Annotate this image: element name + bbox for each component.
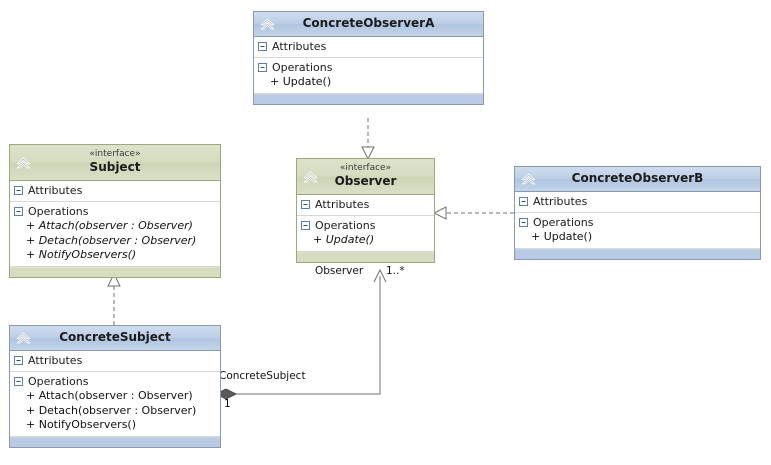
operation-item: + Update(): [531, 230, 593, 243]
compartment-attributes-observer[interactable]: Attributes: [297, 195, 434, 216]
compartment-attributes-concrete-subject[interactable]: Attributes: [10, 351, 220, 372]
compartment-label-operations: Operations: [533, 216, 594, 229]
class-title-concrete-subject: ConcreteSubject: [59, 330, 171, 344]
member-list: + Attach(observer : Observer) + Detach(o…: [14, 389, 216, 433]
class-header-concrete-observer-a: ConcreteObserverA: [254, 12, 483, 37]
compartment-operations-concrete-observer-b[interactable]: Operations + Update(): [515, 213, 760, 249]
operation-item: + NotifyObservers(): [26, 418, 137, 431]
class-footer: [254, 93, 483, 104]
collapse-minus-icon[interactable]: [14, 207, 23, 216]
class-title-observer: Observer: [334, 174, 397, 188]
compartment-attributes-concrete-observer-a[interactable]: Attributes: [254, 37, 483, 58]
collapse-minus-icon[interactable]: [301, 200, 310, 209]
collapse-minus-icon[interactable]: [519, 218, 528, 227]
member-list: + Attach(observer : Observer) + Detach(o…: [14, 219, 216, 263]
collapse-minus-icon[interactable]: [258, 42, 267, 51]
class-box-observer[interactable]: «interface» Observer Attributes: [296, 158, 435, 263]
edge-label-observer-multiplicity: 1..*: [386, 265, 405, 277]
edge-label-concretesubject-multiplicity: 1: [224, 398, 231, 410]
double-chevron-up-icon: [15, 330, 32, 347]
operation-item: + Update(): [270, 75, 332, 88]
compartment-operations-concrete-subject[interactable]: Operations + Attach(observer : Observer)…: [10, 372, 220, 437]
operation-item: + Detach(observer : Observer): [26, 233, 197, 247]
class-box-concrete-subject[interactable]: ConcreteSubject Attributes: [9, 325, 221, 448]
double-chevron-up-icon: [520, 171, 537, 188]
compartment-operations-subject[interactable]: Operations + Attach(observer : Observer)…: [10, 202, 220, 267]
double-chevron-up-icon: [259, 16, 276, 33]
class-footer: [515, 248, 760, 259]
compartment-label-operations: Operations: [315, 219, 376, 232]
double-chevron-up-icon: [302, 168, 319, 185]
compartment-label-attributes: Attributes: [28, 184, 83, 197]
compartment-label-attributes: Attributes: [272, 40, 327, 53]
collapse-minus-icon[interactable]: [14, 356, 23, 365]
collapse-minus-icon[interactable]: [301, 221, 310, 230]
operation-item: + NotifyObservers(): [26, 248, 137, 261]
class-header-concrete-observer-b: ConcreteObserverB: [515, 167, 760, 192]
class-box-concrete-observer-a[interactable]: ConcreteObserverA Attributes: [253, 11, 484, 105]
member-list: + Update(): [301, 233, 430, 248]
class-footer: [10, 266, 220, 277]
operation-item: + Update(): [313, 233, 375, 246]
class-title-subject: Subject: [89, 160, 141, 174]
compartment-label-operations: Operations: [272, 61, 333, 74]
double-chevron-up-icon: [15, 154, 32, 171]
class-box-subject[interactable]: «interface» Subject Attributes: [9, 144, 221, 278]
compartment-label-attributes: Attributes: [28, 354, 83, 367]
collapse-minus-icon[interactable]: [14, 377, 23, 386]
edge-realization-concreteobservera-observer: [361, 118, 375, 161]
member-list: + Update(): [519, 230, 756, 245]
class-header-observer: «interface» Observer: [297, 159, 434, 195]
collapse-minus-icon[interactable]: [14, 186, 23, 195]
compartment-label-operations: Operations: [28, 205, 89, 218]
operation-item: + Attach(observer : Observer): [26, 389, 193, 402]
class-title-concrete-observer-a: ConcreteObserverA: [302, 16, 435, 30]
edge-realization-concreteobserverb-observer: [432, 206, 514, 220]
compartment-operations-observer[interactable]: Operations + Update(): [297, 216, 434, 252]
operation-item: + Attach(observer : Observer): [26, 219, 193, 232]
class-footer: [297, 251, 434, 262]
class-header-subject: «interface» Subject: [10, 145, 220, 181]
edge-realization-concretesubject-subject: [107, 272, 121, 325]
compartment-label-attributes: Attributes: [315, 198, 370, 211]
class-stereotype-subject: «interface»: [89, 149, 141, 159]
class-footer: [10, 436, 220, 447]
class-header-concrete-subject: ConcreteSubject: [10, 326, 220, 351]
compartment-label-attributes: Attributes: [533, 195, 588, 208]
edge-label-concretesubject-role: ConcreteSubject: [219, 370, 306, 382]
compartment-label-operations: Operations: [28, 375, 89, 388]
collapse-minus-icon[interactable]: [519, 197, 528, 206]
class-stereotype-observer: «interface»: [339, 163, 392, 173]
member-list: + Update(): [258, 75, 479, 90]
compartment-attributes-subject[interactable]: Attributes: [10, 181, 220, 202]
compartment-operations-concrete-observer-a[interactable]: Operations + Update(): [254, 58, 483, 94]
class-title-concrete-observer-b: ConcreteObserverB: [571, 171, 704, 185]
operation-item: + Detach(observer : Observer): [26, 403, 197, 417]
collapse-minus-icon[interactable]: [258, 63, 267, 72]
class-box-concrete-observer-b[interactable]: ConcreteObserverB Attributes: [514, 166, 761, 260]
edge-label-observer-role: Observer: [315, 265, 364, 277]
compartment-attributes-concrete-observer-b[interactable]: Attributes: [515, 192, 760, 213]
